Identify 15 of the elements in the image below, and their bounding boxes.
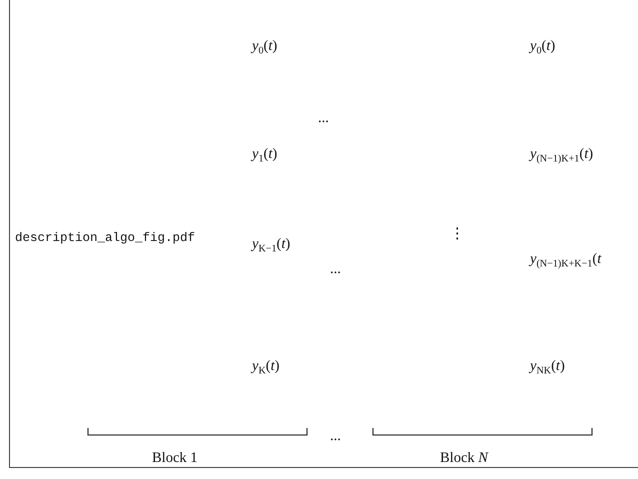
math-label: y$_{(N−1)K+K−1}$(t (530, 251, 602, 268)
math-label: y$_{0}$(t) (252, 38, 278, 56)
math-label: Block 1 (152, 450, 198, 468)
math-label: y$_{0}$(t) (530, 38, 556, 56)
math-label: ... (318, 110, 329, 128)
math-label: y$_{K−1}$(t) (252, 236, 290, 254)
math-label: y$_{(N−1)K+1}$(t) (530, 146, 594, 164)
math-label: y$_{NK}$(t) (530, 358, 565, 376)
math-label: ... (330, 428, 341, 446)
math-label: y$_{1}$(t) (252, 146, 278, 164)
math-label: ... (330, 261, 341, 278)
file-name-text: description_algo_fig.pdf (15, 231, 196, 246)
math-label: Block N (440, 450, 488, 468)
math-label: y$_{K}$(t) (252, 358, 280, 376)
math-label: ⋮ (450, 226, 465, 244)
